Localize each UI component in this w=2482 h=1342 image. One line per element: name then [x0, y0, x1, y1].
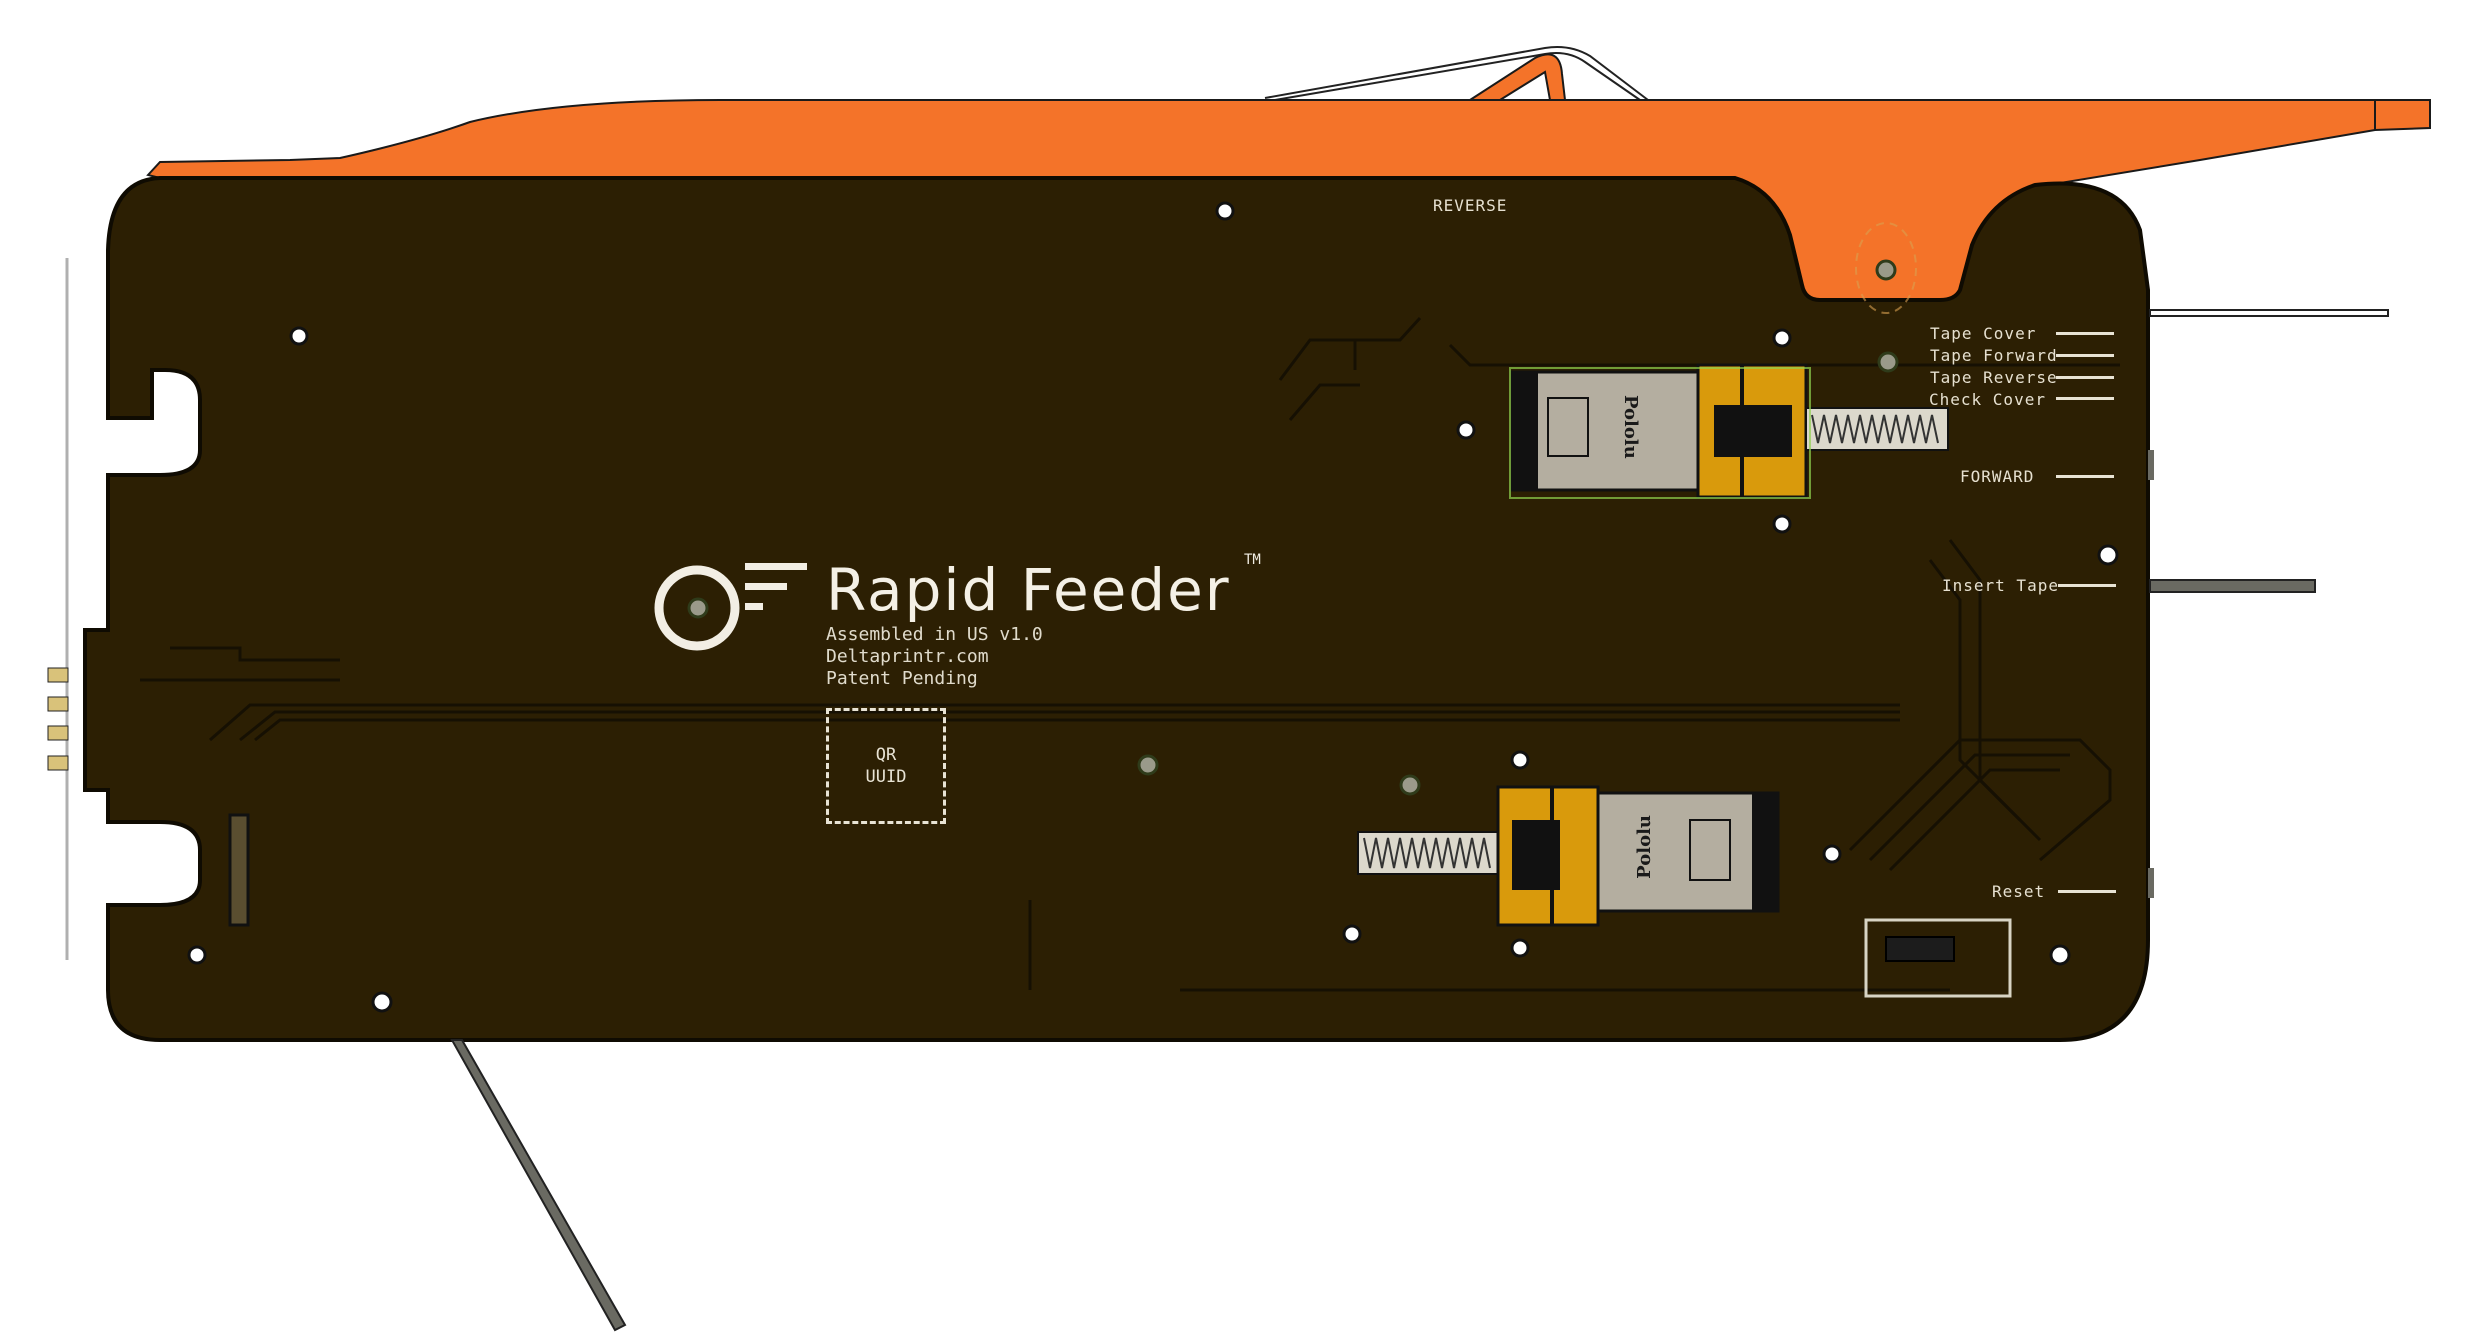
lever-arch	[1466, 53, 1567, 101]
wire-loop-outer	[1264, 46, 1649, 101]
diagonal-rod	[450, 1039, 627, 1332]
check-cover-pin-line	[2056, 397, 2114, 400]
plated-vias	[687, 259, 1899, 796]
edge-tab-forward	[2148, 450, 2154, 480]
qr-uuid-placeholder: QR UUID	[826, 708, 946, 824]
wire-loop-inner	[1274, 52, 1641, 101]
pcb-traces	[140, 316, 2120, 992]
reverse-label: REVERSE	[1433, 196, 1508, 215]
tape-cover-label: Tape Cover	[1930, 324, 2037, 343]
motor-top	[1509, 363, 1949, 499]
insert-tape-pin-line	[2058, 584, 2116, 587]
tape-forward-pin-line	[2056, 354, 2114, 357]
brand-title: Rapid Feeder	[826, 556, 1231, 624]
uuid-label: UUID	[865, 767, 907, 787]
edge-tab-reset	[2148, 868, 2154, 898]
left-connector-pins	[47, 667, 69, 771]
right-rod-top	[2149, 309, 2389, 317]
insert-tape-label: Insert Tape	[1942, 576, 2059, 595]
brand-line-assembled: Assembled in US v1.0	[826, 624, 1043, 645]
pololu-mark-top: Pololu	[1620, 395, 1641, 459]
reset-label: Reset	[1992, 882, 2046, 901]
reset-pin-line	[2058, 890, 2116, 893]
forward-label: FORWARD	[1960, 467, 2035, 486]
tape-cover-pin-line	[2056, 332, 2114, 335]
motor-bottom	[1357, 785, 1780, 927]
forward-pin-line	[2056, 475, 2114, 478]
insert-tape-rod	[2149, 579, 2316, 593]
pololu-mark-bottom: Pololu	[1634, 815, 1655, 879]
switch-outline	[1864, 918, 2012, 998]
tape-reverse-label: Tape Reverse	[1930, 368, 2058, 387]
lever-pivot-outline	[1855, 222, 1917, 314]
circle-with-speed-lines-logo-icon	[654, 563, 807, 651]
tape-forward-label: Tape Forward	[1930, 346, 2058, 365]
qr-label: QR	[875, 745, 897, 765]
brand-line-website: Deltaprintr.com	[826, 646, 989, 667]
mounting-holes	[187, 201, 2119, 1013]
left-vertical-connector	[228, 813, 250, 927]
brand-line-patent: Patent Pending	[826, 668, 978, 689]
tape-reverse-pin-line	[2056, 376, 2114, 379]
switch-body	[1885, 936, 1955, 962]
check-cover-label: Check Cover	[1929, 390, 2046, 409]
trademark-mark: TM	[1244, 552, 1261, 568]
